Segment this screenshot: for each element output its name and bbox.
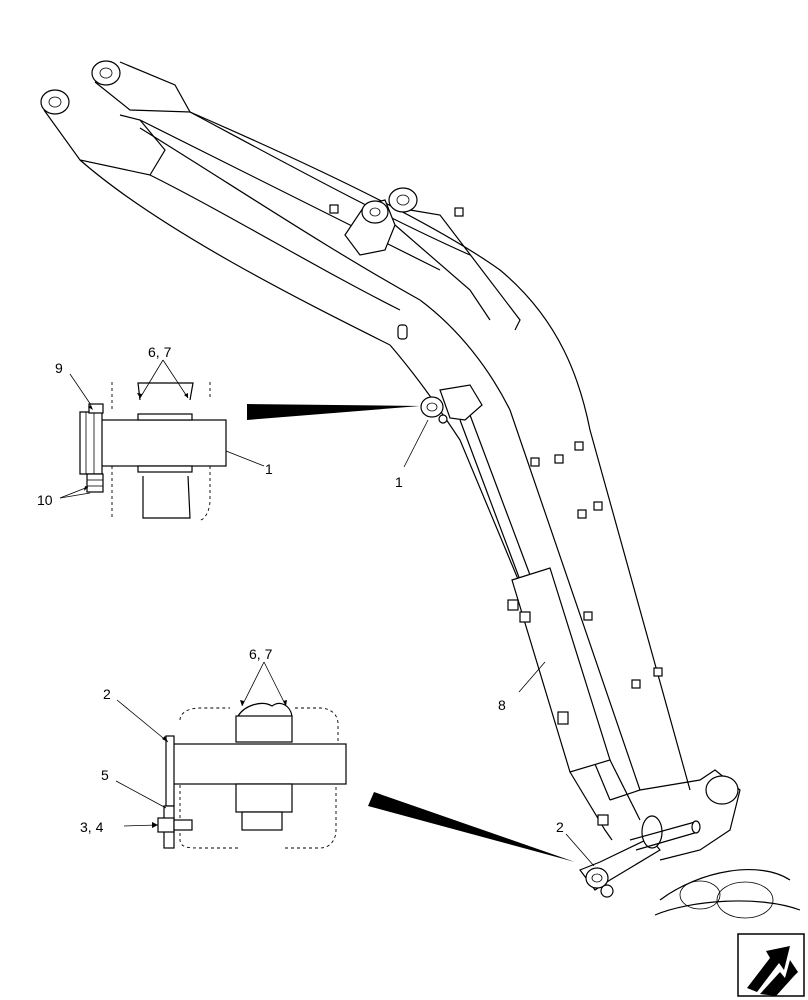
callout-2-detail: 2 [103,686,111,702]
callout-10: 10 [37,492,53,508]
callout-6-7-top: 6, 7 [148,344,172,360]
cylinder [420,384,701,898]
pointer-wedge-top [247,404,420,420]
callout-5: 5 [101,767,109,783]
callout-9: 9 [55,360,63,376]
detail-view-1 [59,359,429,521]
callout-1-detail: 1 [265,461,273,477]
callout-3-4: 3, 4 [80,819,104,835]
callout-6-7-bottom: 6, 7 [249,646,273,662]
pointer-wedge-bottom [368,792,575,862]
callout-8: 8 [498,697,506,713]
callout-2-main: 2 [556,819,564,835]
callout-1-main: 1 [395,474,403,490]
arrow-navigation-icon[interactable] [737,933,805,997]
detail-view-2 [115,661,595,867]
boom-arm [40,60,801,919]
